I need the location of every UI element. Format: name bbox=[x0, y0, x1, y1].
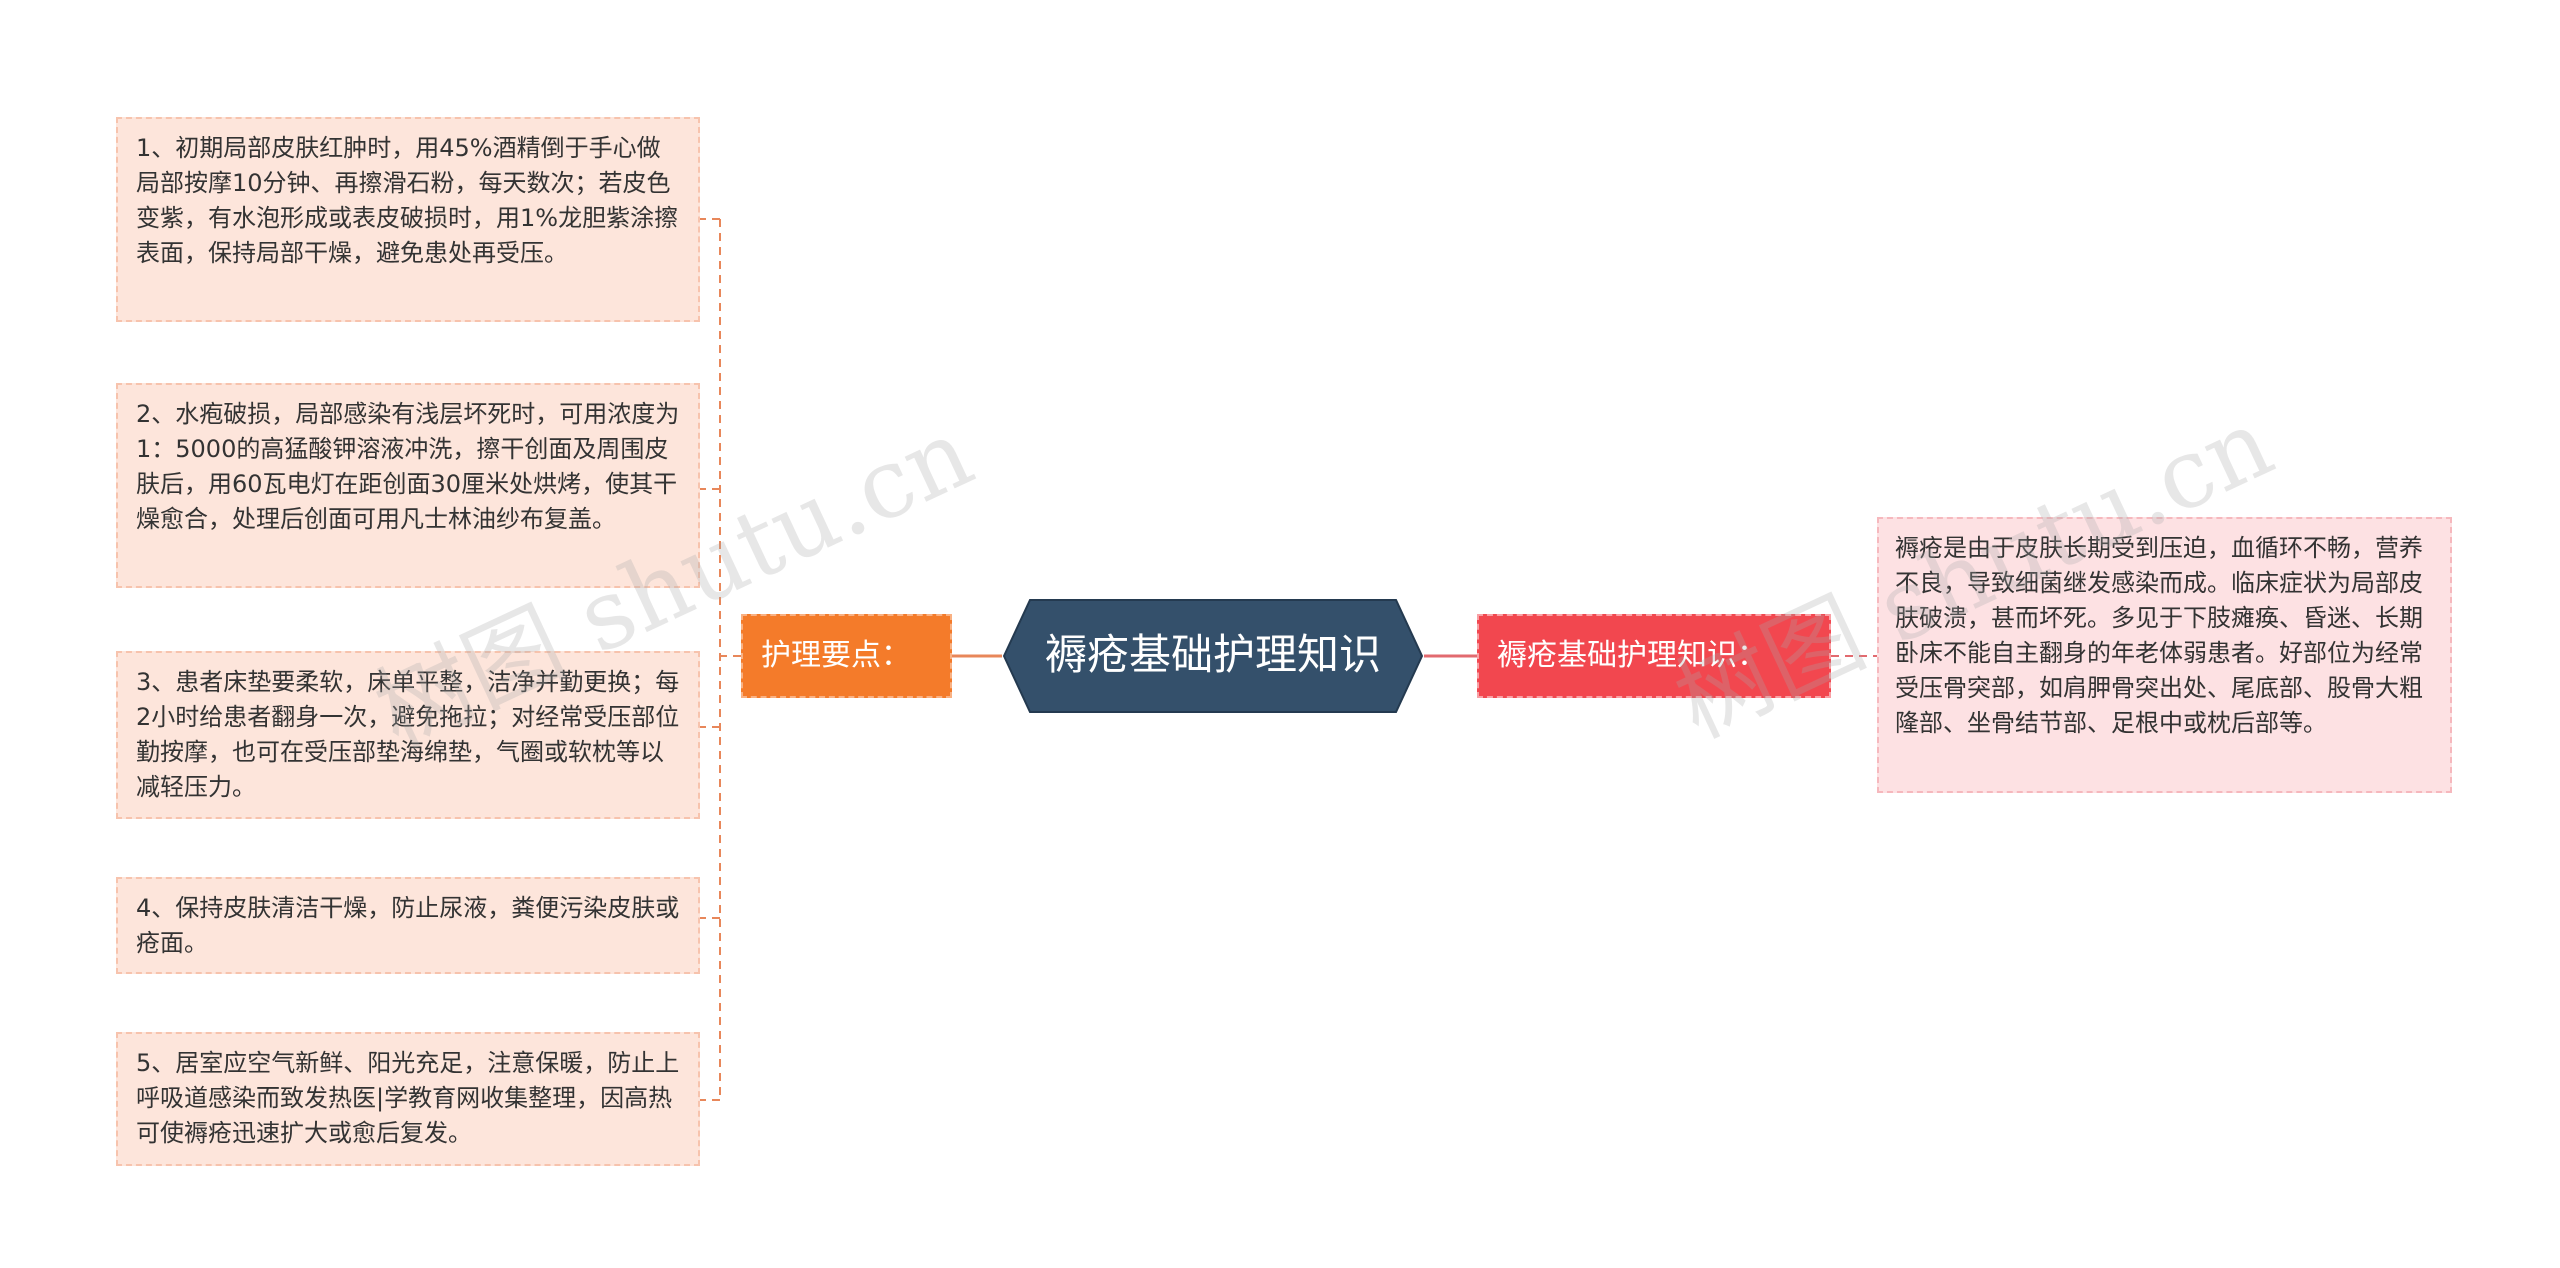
nursing-point-2: 2、水疱破损，局部感染有浅层坏死时，可用浓度为1：5000的高猛酸钾溶液冲洗，擦… bbox=[116, 383, 700, 588]
nursing-points-branch[interactable]: 护理要点： bbox=[741, 614, 952, 698]
nursing-point-4: 4、保持皮肤清洁干燥，防止尿液，粪便污染皮肤或疮面。 bbox=[116, 877, 700, 974]
bedsore-description: 褥疮是由于皮肤长期受到压迫，血循环不畅，营养不良，导致细菌继发感染而成。临床症状… bbox=[1877, 517, 2452, 793]
root-topic-label: 褥疮基础护理知识 bbox=[1044, 630, 1381, 679]
basic-knowledge-branch[interactable]: 褥疮基础护理知识： bbox=[1477, 614, 1831, 698]
nursing-point-3: 3、患者床垫要柔软，床单平整，洁净并勤更换；每2小时给患者翻身一次，避免拖拉；对… bbox=[116, 651, 700, 819]
root-topic[interactable]: 褥疮基础护理知识 bbox=[1002, 598, 1424, 714]
left-bracket-connector bbox=[719, 219, 741, 1100]
root-hexagon-shape bbox=[1002, 599, 1424, 713]
nursing-point-5: 5、居室应空气新鲜、阳光充足，注意保暖，防止上呼吸道感染而致发热医|学教育网收集… bbox=[116, 1032, 700, 1166]
nursing-point-1: 1、初期局部皮肤红肿时，用45%酒精倒于手心做局部按摩10分钟、再擦滑石粉，每天… bbox=[116, 117, 700, 322]
